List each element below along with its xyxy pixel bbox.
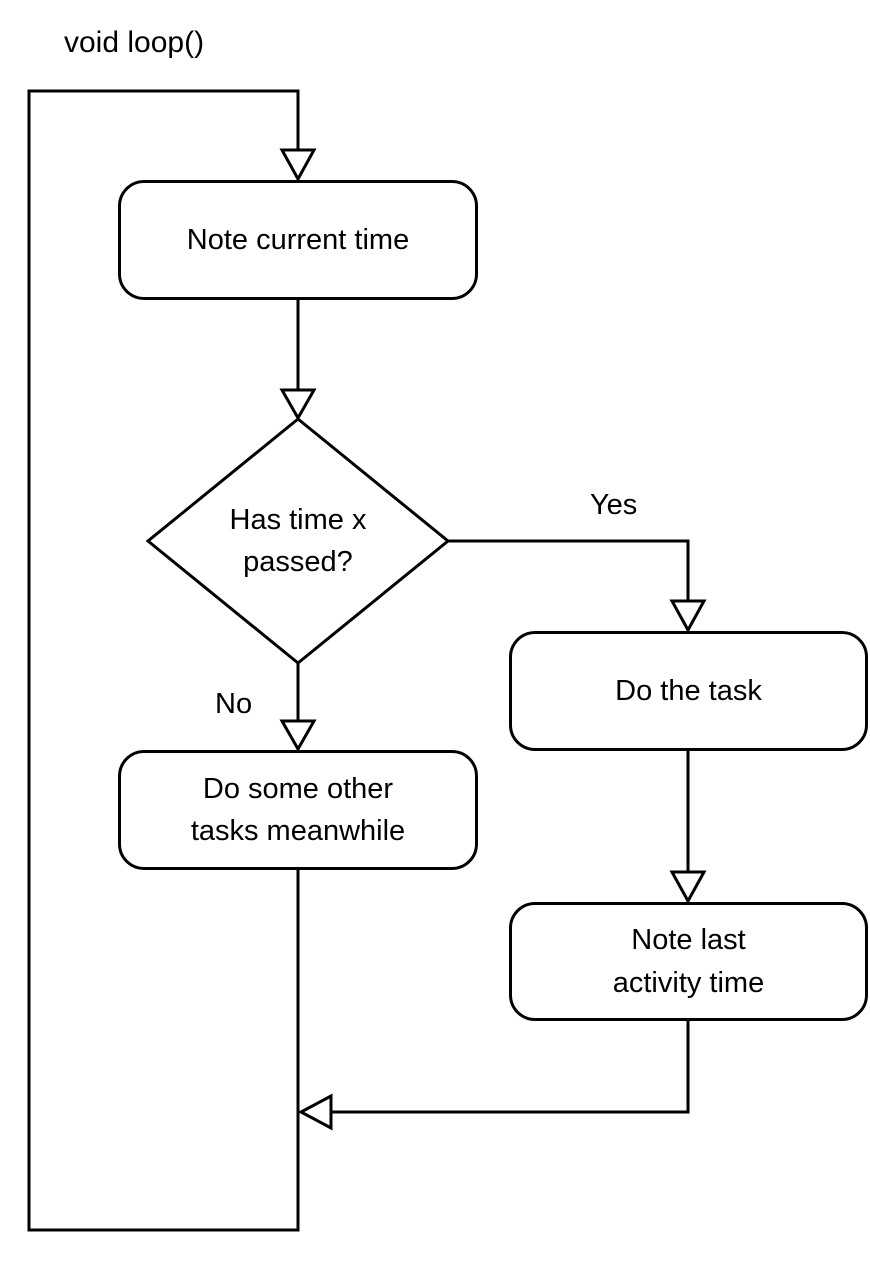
edge-label-no: No	[215, 688, 253, 720]
arrowhead-into-note-last	[669, 870, 707, 905]
edge-yes-branch	[448, 539, 690, 601]
arrowhead-into-do-the-task	[669, 599, 707, 634]
node-note-last-activity-time: Note last activity time	[509, 902, 868, 1021]
node-do-the-task-label: Do the task	[615, 674, 762, 707]
node-do-the-task: Do the task	[509, 631, 868, 751]
edge-label-yes: Yes	[590, 489, 638, 521]
arrowhead-into-note-current-time	[279, 148, 317, 183]
node-note-current-time-label: Note current time	[186, 223, 410, 256]
node-do-some-other-tasks-label: Do some other tasks meanwhile	[190, 772, 406, 847]
edge-note-last-to-junction	[331, 1021, 690, 1114]
function-title-label: void loop()	[64, 26, 205, 59]
arrowhead-into-other-tasks	[279, 719, 317, 753]
node-note-last-activity-time-label: Note last activity time	[612, 924, 765, 999]
arrowhead-into-loop-junction	[297, 1093, 333, 1131]
loop-back-connector	[27, 89, 300, 1232]
node-do-some-other-tasks: Do some other tasks meanwhile	[118, 750, 478, 870]
arrowhead-into-decision	[279, 388, 317, 422]
node-note-current-time: Note current time	[118, 180, 478, 300]
decision-label: Has time x passed?	[229, 503, 367, 578]
node-decision-has-time-passed: Has time x passed?	[188, 480, 408, 602]
